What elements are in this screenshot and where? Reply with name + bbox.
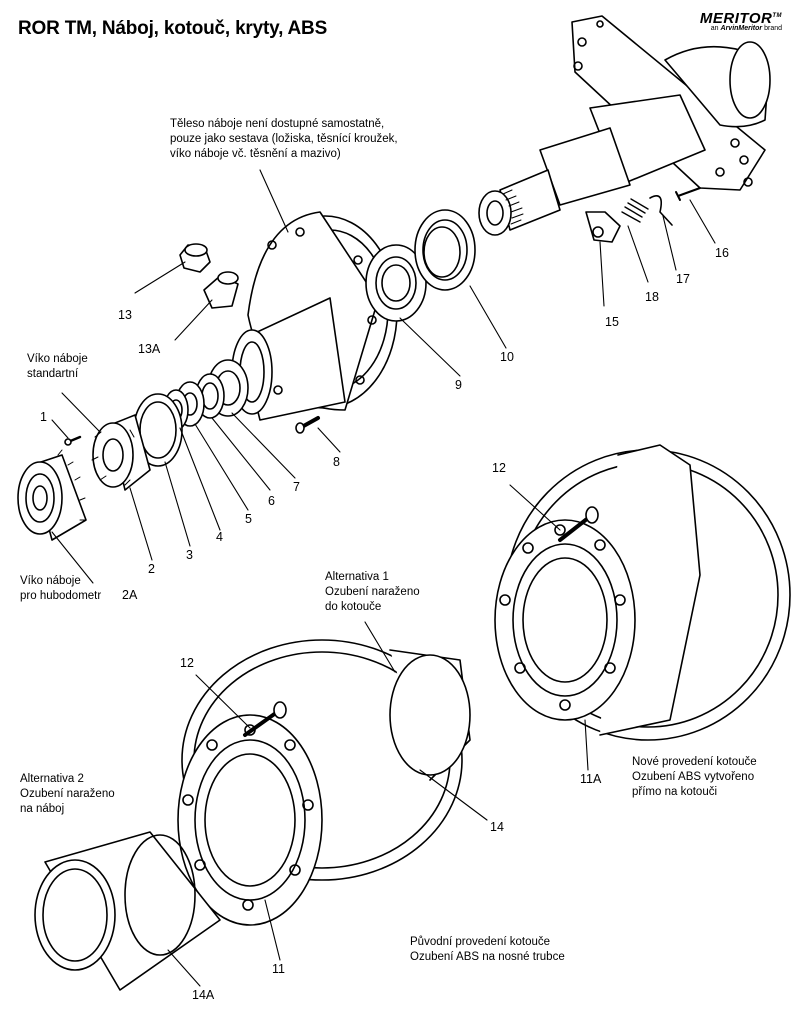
page-title: ROR TM, Náboj, kotouč, kryty, ABS <box>18 18 328 39</box>
part-number-13: 13 <box>118 308 132 322</box>
axle-spindle <box>478 15 771 236</box>
part-number-2: 2 <box>148 562 155 576</box>
brake-disc-original <box>177 639 471 926</box>
part-number-9: 9 <box>455 378 462 392</box>
brand-name: MERITOR <box>699 10 773 27</box>
brand-sub-prefix: an <box>710 25 719 32</box>
part-number-14: 14 <box>490 820 504 834</box>
note-hub-body: Těleso náboje není dostupné samostatně, … <box>170 117 398 162</box>
abs-sensor-parts <box>585 187 701 243</box>
note-alt1: Alternativa 1 Ozubení naraženo do kotouč… <box>325 570 420 615</box>
brand-subtitle: an ArvinMeritor brand <box>700 25 782 32</box>
brand-sub-brand: ArvinMeritor <box>720 25 763 32</box>
wheel-stud-12b <box>243 701 287 737</box>
part-number-15: 15 <box>605 315 619 329</box>
part-number-12b: 12 <box>180 656 194 670</box>
note-line: Alternativa 1 <box>325 571 389 583</box>
bolt-8 <box>295 416 320 434</box>
note-line: Nové provedení kotouče <box>632 756 757 768</box>
part-number-13a: 13A <box>138 342 161 356</box>
hub-cap-standard <box>91 414 151 491</box>
part-number-18: 18 <box>645 290 659 304</box>
note-cap-odometer: Víko náboje pro hubodometr <box>20 574 101 604</box>
hub-cap-odometer <box>17 449 87 541</box>
note-line: na náboj <box>20 803 65 815</box>
note-line: do kotouče <box>325 601 382 613</box>
meritor-logo: MERITORTM an ArvinMeritor brand <box>700 10 782 32</box>
part-number-11a: 11A <box>580 772 602 786</box>
note-cap-standard: Víko náboje standartní <box>27 352 88 382</box>
note-line: Víko náboje <box>20 575 81 587</box>
note-line: Ozubení ABS vytvořeno <box>632 771 755 783</box>
screw-1 <box>64 435 82 446</box>
part-number-11: 11 <box>272 962 285 976</box>
note-line: Původní provedení kotouče <box>410 936 551 948</box>
note-line: Těleso náboje není dostupné samostatně, <box>170 118 385 130</box>
brand-sub-suffix: brand <box>764 25 782 32</box>
brand-tm: TM <box>772 13 782 19</box>
seal-ring <box>414 209 476 291</box>
part-number-5: 5 <box>245 512 252 526</box>
note-line: standartní <box>27 368 79 380</box>
note-line: pro hubodometr <box>20 590 102 602</box>
part-number-8: 8 <box>333 455 340 469</box>
part-number-17: 17 <box>676 272 690 286</box>
note-line: přímo na kotouči <box>632 786 718 798</box>
part-number-10: 10 <box>500 350 514 364</box>
note-line: Ozubení naraženo <box>325 586 420 598</box>
hub-body <box>231 211 398 421</box>
part-number-14a: 14A <box>192 988 215 1002</box>
brake-disc-new <box>494 444 791 741</box>
abs-ring-14a <box>34 831 221 991</box>
note-line: víko náboje vč. těsnění a mazivo) <box>170 148 341 160</box>
wheel-nut-13 <box>179 243 211 273</box>
note-line: Ozubení naraženo <box>20 788 115 800</box>
leader-lines <box>51 169 716 987</box>
part-number-12a: 12 <box>492 461 506 475</box>
part-number-2a: 2A <box>122 588 138 602</box>
wheel-stud-12a <box>558 506 599 542</box>
note-line: pouze jako sestava (ložiska, těsnící kro… <box>170 133 398 145</box>
part-number-1: 1 <box>40 410 47 424</box>
note-new-disc: Nové provedení kotouče Ozubení ABS vytvo… <box>632 755 757 800</box>
note-original-disc: Původní provedení kotouče Ozubení ABS na… <box>410 935 565 965</box>
part-number-4: 4 <box>216 530 223 544</box>
part-number-7: 7 <box>293 480 300 494</box>
part-number-3: 3 <box>186 548 193 562</box>
part-number-6: 6 <box>268 494 275 508</box>
note-line: Víko náboje <box>27 353 88 365</box>
inner-bearing <box>365 244 427 322</box>
note-alt2: Alternativa 2 Ozubení naraženo na náboj <box>20 772 115 817</box>
note-line: Alternativa 2 <box>20 773 84 785</box>
part-number-16: 16 <box>715 246 729 260</box>
note-line: Ozubení ABS na nosné trubce <box>410 951 565 963</box>
